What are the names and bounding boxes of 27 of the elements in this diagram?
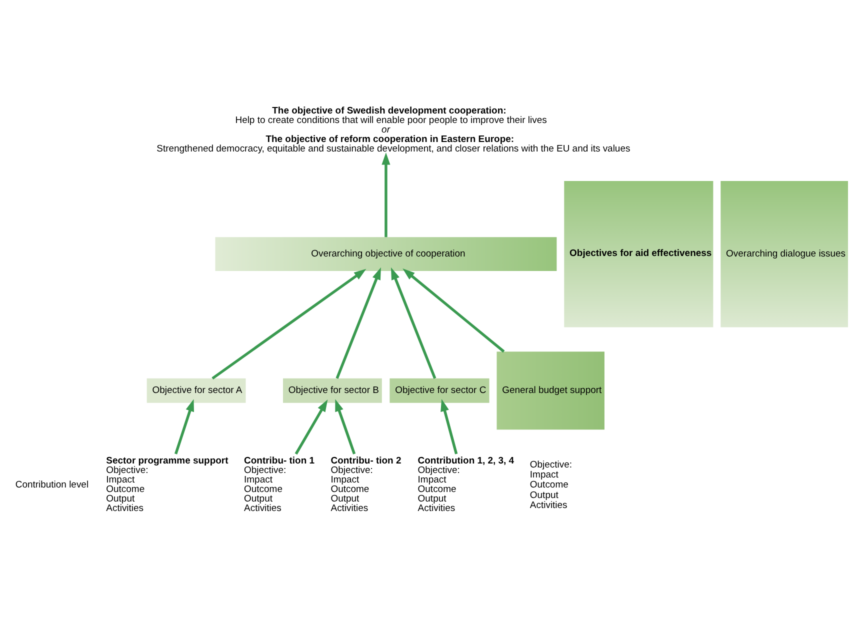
arrow <box>294 398 328 454</box>
arrow <box>174 398 194 454</box>
label: Contribution level <box>15 479 89 490</box>
node-label: Impact <box>530 468 558 480</box>
node-label: Output <box>530 489 558 500</box>
node-label: Outcome <box>530 479 568 490</box>
arrow <box>212 268 366 380</box>
arrow <box>402 268 505 352</box>
node-label: Activities <box>530 499 568 510</box>
node-box: General budget support <box>496 351 604 430</box>
node-text: Contribution 1, 2, 3, 4 Objective: Impact Outcome Output Activities <box>418 455 514 514</box>
node-box: Objective for sector B <box>283 378 382 402</box>
node-label: Objective: <box>530 458 572 470</box>
node-box: Objectives for aid effectiveness <box>564 180 714 327</box>
node-text: Contribu- tion 1 Objective: Impact Outcome Output Activities <box>244 455 315 514</box>
node-text: The objective of Swedish development cooperation: Help to create conditions that will enable poor people to improve their lives or The objective of reform cooperation in Eastern Europe: Strengthened democracy, equitable and sustainable development, and closer relations with the EU and its values <box>156 104 630 154</box>
node-box: Objective for sector C <box>390 378 490 402</box>
arrow <box>390 266 436 378</box>
node-text: Contribu- tion 2 Objective: Impact Outcome Output Activities <box>330 455 402 514</box>
node-text: Sector programme support Objective: Impact Outcome Output Activities <box>106 455 228 514</box>
arrow <box>440 398 458 454</box>
arrow <box>382 152 390 237</box>
node-box: Overarching objective of cooperation <box>215 236 557 271</box>
arrow <box>335 398 356 454</box>
node-box: Overarching dialogue issues <box>720 180 848 327</box>
node-box: Objective for sector A <box>146 378 246 402</box>
arrow <box>336 266 381 378</box>
